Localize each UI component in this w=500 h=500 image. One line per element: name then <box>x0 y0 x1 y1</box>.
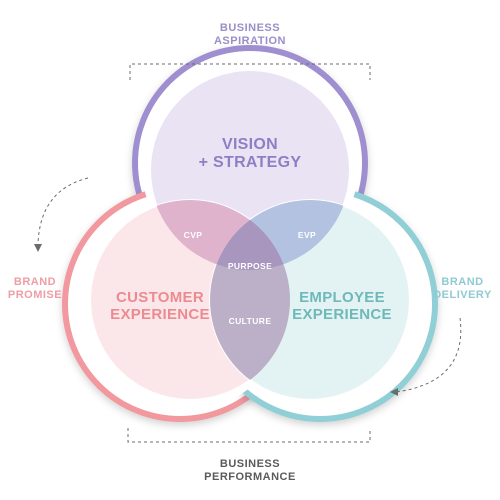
cvp-label: CVP <box>183 230 203 240</box>
delivery-arrowhead <box>390 388 398 396</box>
vision-strategy-label: VISION + STRATEGY <box>198 136 302 172</box>
business-aspiration-label: BUSINESS ASPIRATION <box>213 22 287 47</box>
employee-experience-label: EMPLOYEE EXPERIENCE <box>292 289 392 324</box>
brand-promise-label: BRAND PROMISE <box>7 276 63 301</box>
customer-experience-label: CUSTOMER EXPERIENCE <box>110 289 210 324</box>
culture-label: CULTURE <box>228 316 272 326</box>
purpose-label: PURPOSE <box>227 261 273 271</box>
promise-arrowhead <box>34 244 42 252</box>
performance-bracket <box>127 428 371 443</box>
evp-label: EVP <box>297 230 317 240</box>
business-performance-label: BUSINESS PERFORMANCE <box>204 458 296 483</box>
aspiration-bracket <box>129 63 371 80</box>
promise-arrow <box>37 177 89 245</box>
delivery-arrow <box>395 317 462 393</box>
brand-delivery-label: BRAND DELIVERY <box>433 276 492 301</box>
